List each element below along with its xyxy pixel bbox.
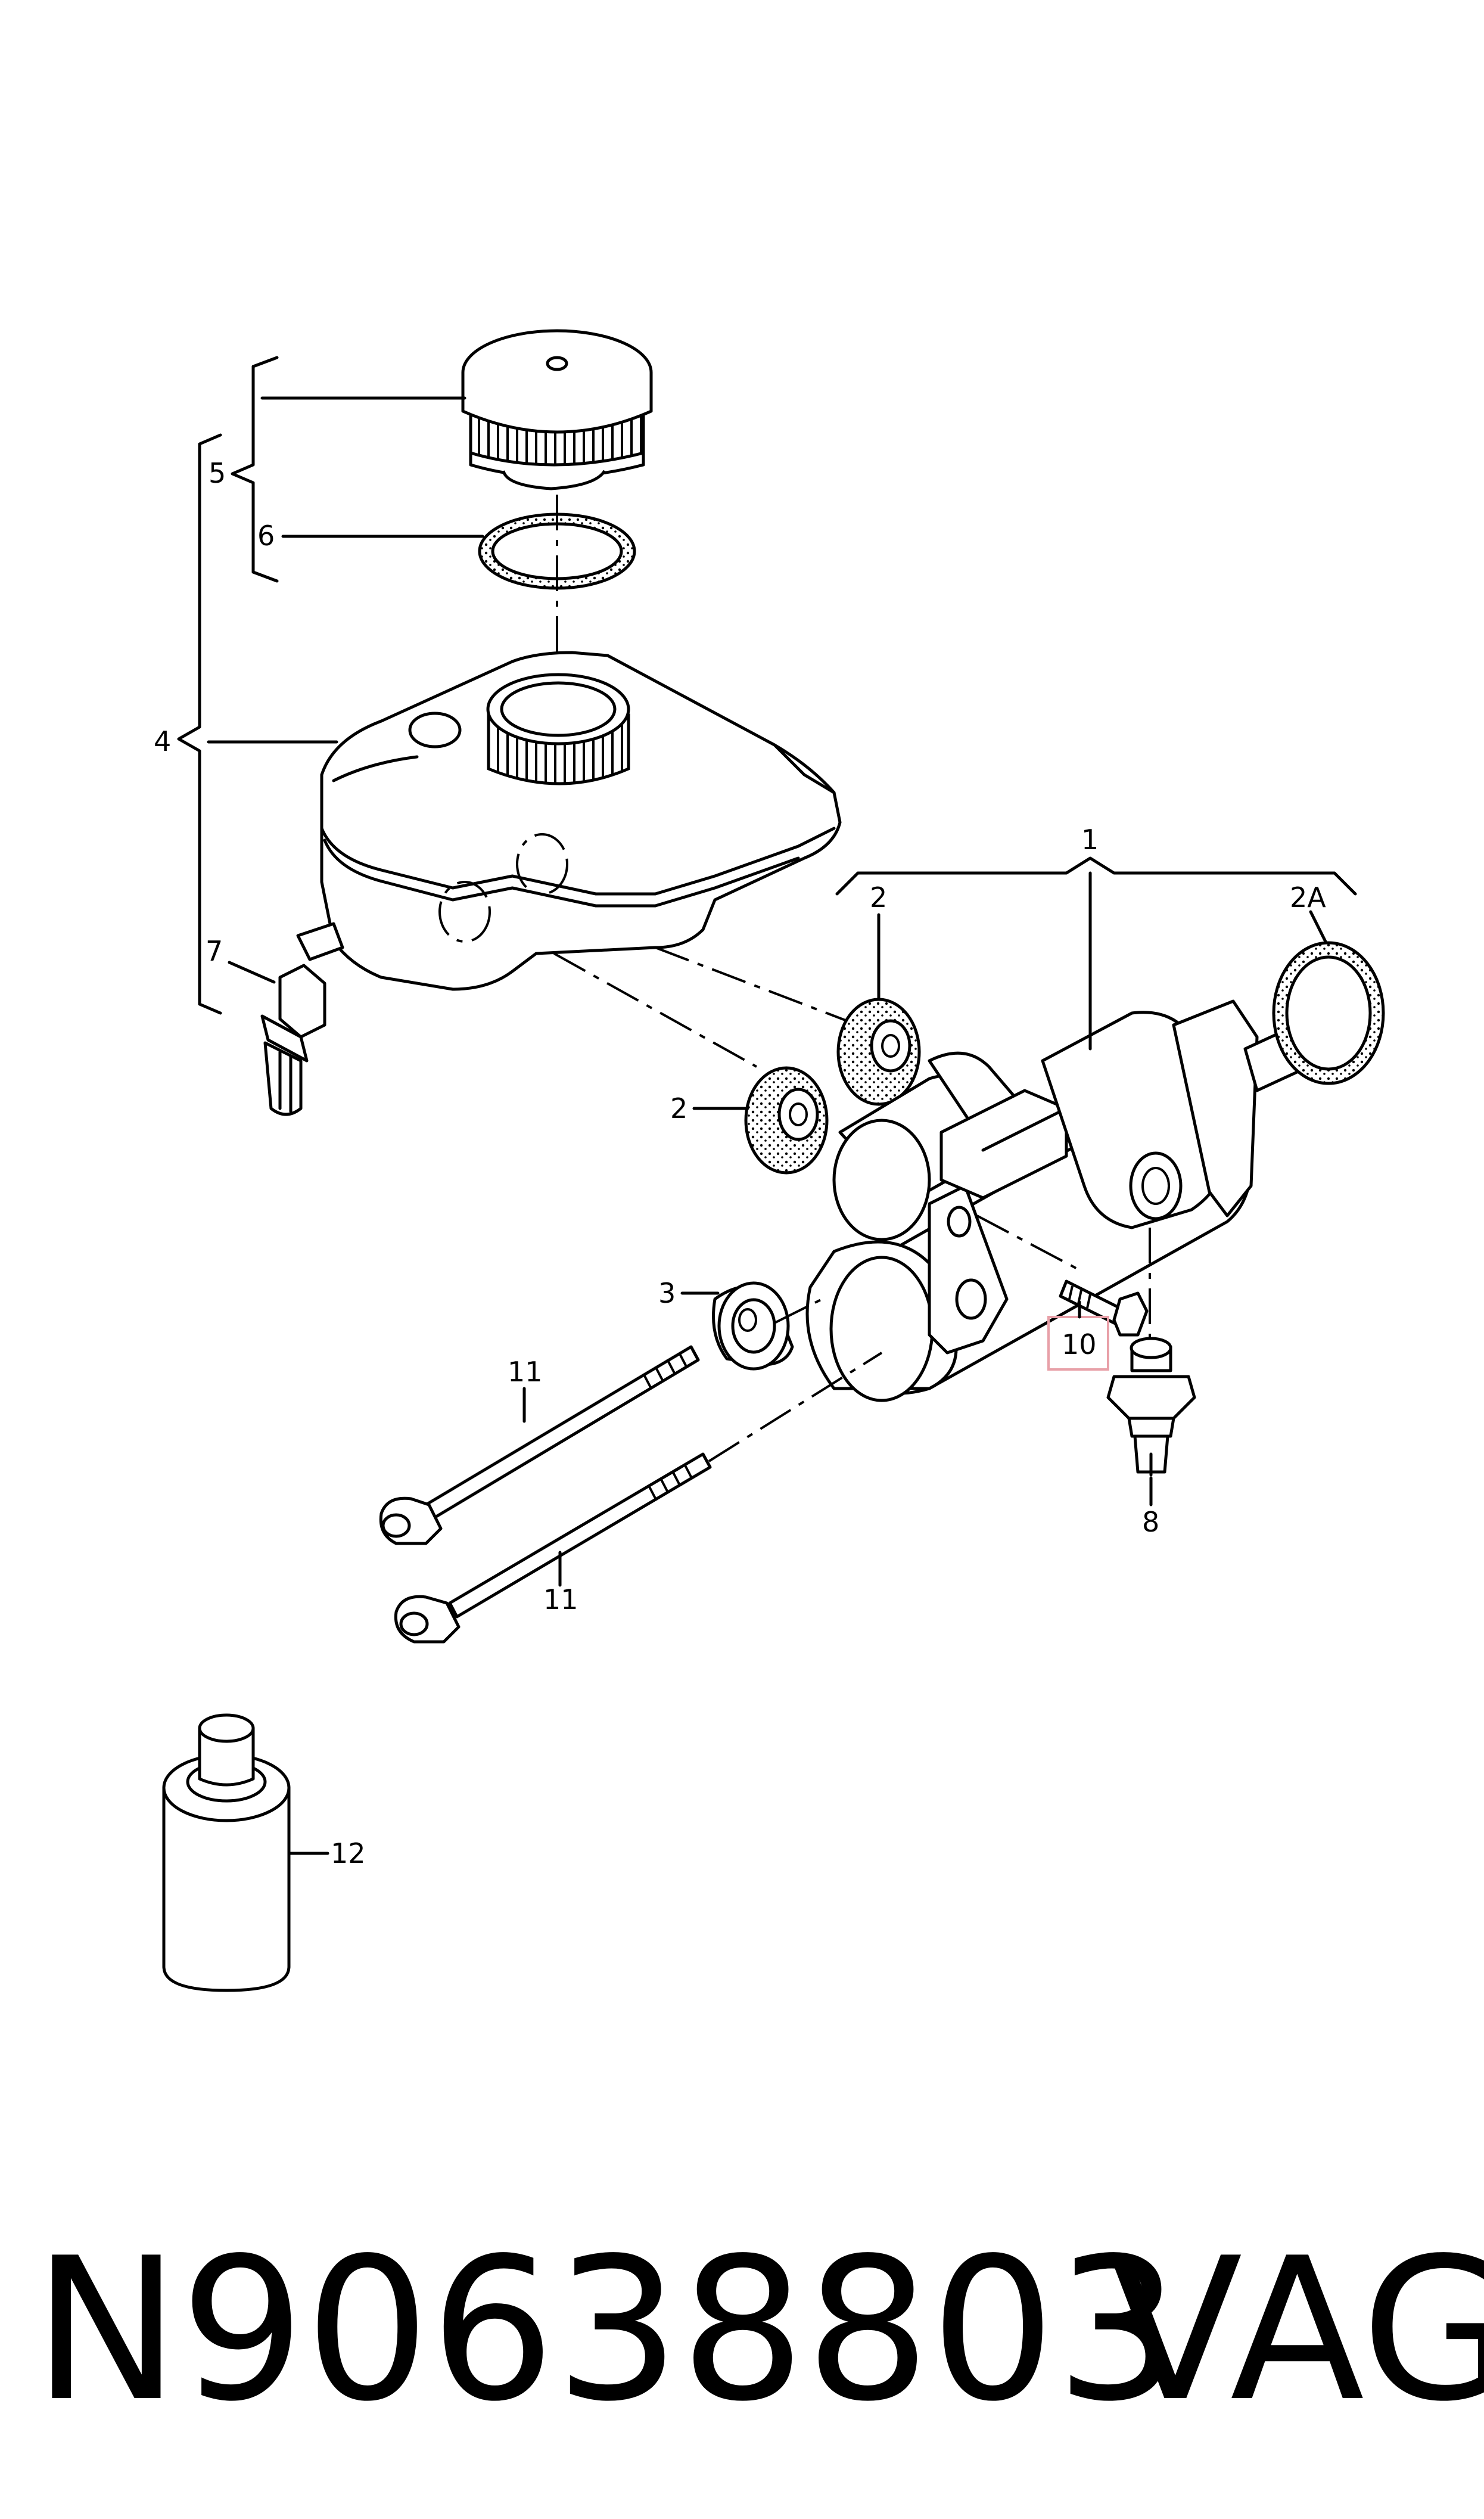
grommet-seal-rear (836, 998, 921, 1106)
brake-master-cylinder (805, 999, 1337, 1402)
cylinder-seal (712, 1281, 794, 1371)
reservoir-cap (461, 329, 653, 490)
label-2-lower: 2 (670, 1092, 687, 1125)
brake-fluid-bottle (162, 1713, 291, 1992)
label-4: 4 (154, 725, 171, 757)
label-8: 8 (1142, 1506, 1159, 1538)
long-bolt-lower (394, 1452, 712, 1644)
label-5: 5 (209, 457, 226, 489)
long-bolt-upper (379, 1345, 700, 1545)
part-number: N90638803 (33, 2216, 1181, 2445)
label-2-upper: 2 (870, 881, 887, 914)
leader-lines (177, 356, 1357, 1855)
label-10: 10 (1062, 1328, 1097, 1361)
brand-name: VAG (1108, 2216, 1484, 2445)
label-11-upper: 11 (508, 1356, 543, 1388)
label-2A: 2A (1290, 881, 1326, 914)
label-6: 6 (257, 520, 275, 552)
label-1: 1 (1081, 824, 1099, 856)
o-ring (1272, 941, 1385, 1085)
brake-fluid-reservoir (296, 651, 842, 991)
grommet-seal-front (744, 1066, 829, 1175)
level-sensor (260, 964, 326, 1116)
label-3: 3 (658, 1277, 676, 1309)
hex-bolt (1059, 1279, 1149, 1337)
pressure-switch (1106, 1337, 1196, 1477)
label-12: 12 (331, 1837, 366, 1869)
label-11-lower: 11 (543, 1583, 578, 1616)
label-7: 7 (206, 935, 223, 967)
